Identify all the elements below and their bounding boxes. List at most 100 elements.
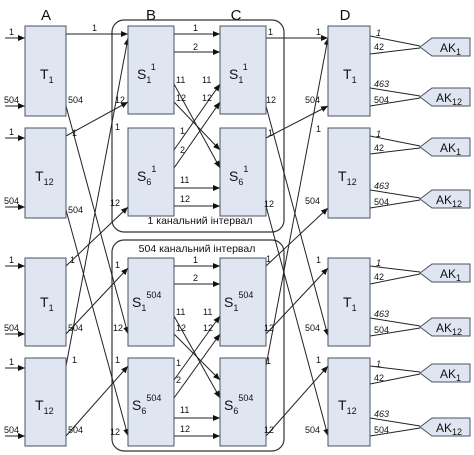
svg-text:S6504: S6504 <box>224 393 253 416</box>
svg-text:T12: T12 <box>338 397 357 416</box>
svg-text:504: 504 <box>68 205 83 215</box>
svg-text:1: 1 <box>316 27 321 37</box>
svg-text:463: 463 <box>374 79 389 89</box>
svg-text:S61: S61 <box>229 164 248 187</box>
svg-text:12: 12 <box>180 424 190 434</box>
svg-text:AK1: AK1 <box>440 141 461 157</box>
svg-text:T1: T1 <box>343 294 357 313</box>
svg-text:S11: S11 <box>229 62 248 85</box>
svg-text:2: 2 <box>193 273 198 283</box>
ak-output-12-upper: AK12 <box>419 87 471 107</box>
ak-output-1-upper-2: AK1 <box>419 137 471 157</box>
svg-text:1: 1 <box>180 126 185 136</box>
svg-text:504: 504 <box>374 197 389 207</box>
svg-text:504: 504 <box>305 95 320 105</box>
svg-text:504: 504 <box>374 425 389 435</box>
svg-text:T1: T1 <box>40 294 54 313</box>
svg-text:504: 504 <box>374 95 389 105</box>
block-c-s6-504: S6504 <box>219 357 267 447</box>
svg-text:S61: S61 <box>137 164 156 187</box>
svg-text:12: 12 <box>176 323 186 333</box>
svg-text:1: 1 <box>70 255 75 265</box>
svg-text:1: 1 <box>266 254 271 264</box>
block-b-s1-504: S1504 <box>127 257 175 347</box>
ak-output-12-lower: AK12 <box>419 317 471 337</box>
ak-output-12-lower-2: AK12 <box>419 417 471 437</box>
svg-text:1: 1 <box>9 127 14 137</box>
group-frame-interval-504 <box>111 239 285 452</box>
svg-text:12: 12 <box>266 95 276 105</box>
column-header-a: A <box>41 7 51 24</box>
svg-text:1: 1 <box>376 359 381 369</box>
svg-text:504: 504 <box>4 323 19 333</box>
svg-text:11: 11 <box>176 307 185 317</box>
port-labels: 1 504 1 504 1 504 1 504 1 504 1 504 1 50… <box>4 23 389 437</box>
block-d-t1-upper: T1 <box>327 25 371 117</box>
svg-text:1: 1 <box>316 255 321 265</box>
svg-text:11: 11 <box>180 175 189 185</box>
svg-text:T12: T12 <box>35 397 54 416</box>
block-a-t1-lower: T1 <box>24 257 67 347</box>
ak-output-12-upper-2: AK12 <box>419 189 471 209</box>
svg-text:12: 12 <box>203 323 213 333</box>
svg-text:12: 12 <box>264 199 274 209</box>
svg-text:2: 2 <box>193 42 198 52</box>
ak-output-1-lower: AK1 <box>419 263 471 283</box>
svg-text:12: 12 <box>176 93 186 103</box>
column-header-d: D <box>340 7 351 24</box>
svg-text:504: 504 <box>68 95 83 105</box>
svg-text:1: 1 <box>376 129 381 139</box>
svg-text:42: 42 <box>374 272 384 282</box>
svg-text:AK12: AK12 <box>436 91 462 107</box>
block-c-s1-1: S11 <box>219 25 267 115</box>
svg-text:S11: S11 <box>137 62 156 85</box>
svg-text:1: 1 <box>193 23 198 33</box>
svg-text:463: 463 <box>374 181 389 191</box>
svg-text:2: 2 <box>176 375 181 385</box>
svg-text:1: 1 <box>115 355 120 365</box>
svg-text:504: 504 <box>305 425 320 435</box>
svg-text:504: 504 <box>4 196 19 206</box>
block-c-s1-504: S1504 <box>219 257 267 347</box>
svg-text:AK1: AK1 <box>440 41 461 57</box>
svg-text:T12: T12 <box>35 168 54 187</box>
svg-text:S1504: S1504 <box>224 290 253 313</box>
svg-text:2: 2 <box>180 145 185 155</box>
block-a-t12-lower: T12 <box>24 357 67 447</box>
svg-text:1: 1 <box>316 355 321 365</box>
svg-text:1: 1 <box>376 28 381 38</box>
svg-text:T12: T12 <box>338 168 357 187</box>
svg-text:504: 504 <box>68 425 83 435</box>
block-c-s6-1: S61 <box>219 127 267 217</box>
svg-text:504: 504 <box>374 325 389 335</box>
svg-text:504: 504 <box>305 196 320 206</box>
svg-text:42: 42 <box>374 143 384 153</box>
svg-text:12: 12 <box>115 95 125 105</box>
svg-text:1: 1 <box>193 255 198 265</box>
svg-text:1: 1 <box>176 358 181 368</box>
svg-text:1: 1 <box>9 357 14 367</box>
svg-text:AK12: AK12 <box>436 421 462 437</box>
svg-text:12: 12 <box>264 425 274 435</box>
svg-text:AK1: AK1 <box>440 367 461 383</box>
ak-output-1-upper: AK1 <box>419 37 471 57</box>
svg-text:12: 12 <box>110 198 120 208</box>
svg-text:12: 12 <box>264 323 274 333</box>
svg-text:42: 42 <box>374 373 384 383</box>
svg-text:S6504: S6504 <box>132 393 161 416</box>
block-a-t1-upper: T1 <box>24 25 67 117</box>
svg-text:AK1: AK1 <box>440 267 461 283</box>
svg-text:504: 504 <box>4 95 19 105</box>
ak-output-1-lower-2: AK1 <box>419 363 471 383</box>
svg-text:504: 504 <box>68 323 83 333</box>
svg-text:1: 1 <box>92 23 97 33</box>
svg-text:1: 1 <box>268 27 273 37</box>
svg-text:11: 11 <box>180 405 189 415</box>
block-b-s6-1: S61 <box>127 127 175 217</box>
svg-text:1: 1 <box>115 122 120 132</box>
svg-text:11: 11 <box>176 75 185 85</box>
group-frame-interval-1 <box>111 19 285 233</box>
svg-text:12: 12 <box>202 93 212 103</box>
svg-text:12: 12 <box>110 427 120 437</box>
block-b-s1-1: S11 <box>127 25 175 115</box>
